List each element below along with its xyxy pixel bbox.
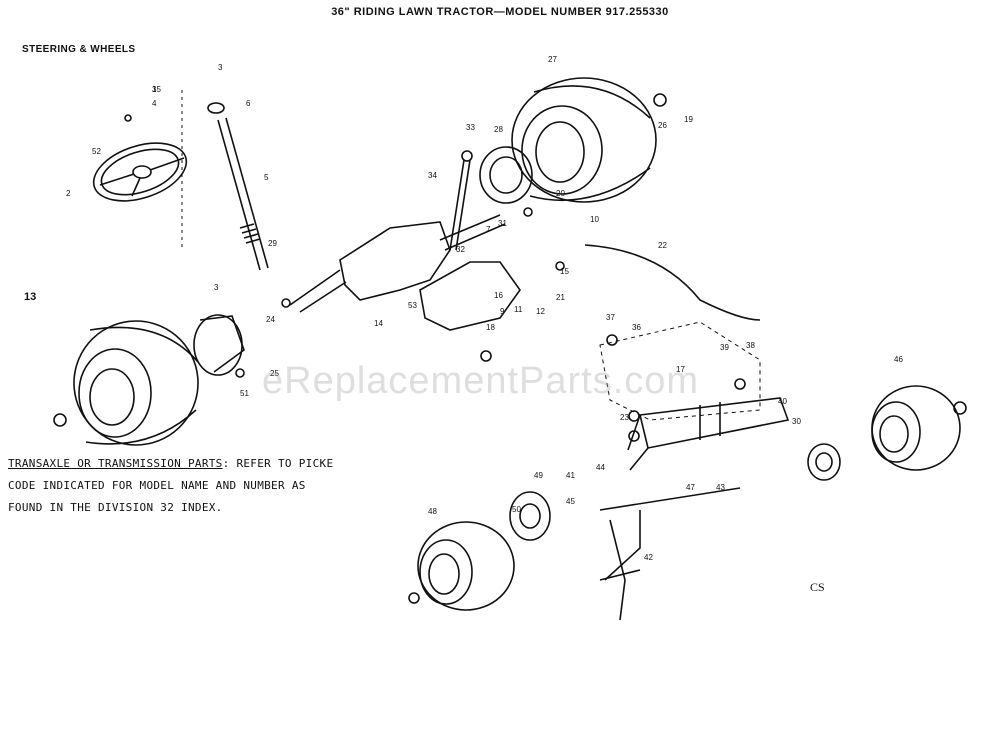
page-title: 36" RIDING LAWN TRACTOR—MODEL NUMBER 917… [331,6,669,18]
steering-shaft [181,90,269,271]
tie-rod [599,487,741,581]
callout-35: 35 [152,85,161,94]
callout-51: 51 [240,389,249,398]
callout-36: 36 [632,323,641,332]
callout-53: 53 [408,301,417,310]
callout-30: 30 [792,417,801,426]
note-line-3: FOUND IN THE DIVISION 32 INDEX. [8,501,223,514]
front-axle [627,397,790,471]
callout-29: 29 [268,239,277,248]
callout-6: 6 [246,99,251,108]
front-tire-right [871,385,961,471]
callout-5: 5 [264,173,269,182]
callout-25: 25 [270,369,279,378]
callout-45: 45 [566,497,575,506]
callout-50: 50 [512,505,521,514]
callout-7: 7 [486,225,491,234]
callout-10: 10 [590,215,599,224]
callout-16: 16 [494,291,503,300]
hardware-parts [53,93,967,604]
callout-26: 26 [658,121,667,130]
note-line-2: CODE INDICATED FOR MODEL NAME AND NUMBER… [8,479,306,492]
front-hub-left [509,491,551,541]
note-line-1-underlined: TRANSAXLE OR TRANSMISSION PARTS [8,457,223,470]
section-title: STEERING & WHEELS [22,44,136,55]
spindle [599,519,641,621]
drag-link [584,244,761,321]
callout-39: 39 [720,343,729,352]
shift-lever [449,159,471,251]
rear-rim-left [193,314,245,376]
callout-42: 42 [644,553,653,562]
callout-34: 34 [428,171,437,180]
callout-38: 38 [746,341,755,350]
callout-48: 48 [428,507,437,516]
callout-23: 23 [620,413,629,422]
callout-4: 4 [152,99,157,108]
callout-33: 33 [466,123,475,132]
callout-43: 43 [716,483,725,492]
transaxle-housing [289,214,521,331]
callout-40: 40 [778,397,787,406]
callout-2: 2 [66,189,71,198]
callout-32: 32 [456,245,465,254]
callout-37: 37 [606,313,615,322]
rear-tire-right [511,77,657,203]
callout-3: 3 [214,283,219,292]
page-mark: CS [810,580,825,594]
shift-knob [461,150,473,162]
callout-11: 11 [514,305,523,314]
callout-44: 44 [596,463,605,472]
callout-9: 9 [500,307,505,316]
front-tire-left [417,521,515,611]
rear-rim-right [479,146,533,204]
callout-3: 3 [218,63,223,72]
callout-31: 31 [498,219,507,228]
front-hub-right [807,443,841,481]
callout-19: 19 [684,115,693,124]
callout-21: 21 [556,293,565,302]
note-line-1: TRANSAXLE OR TRANSMISSION PARTS: REFER T… [8,453,333,475]
callout-14: 14 [374,319,383,328]
callout-52: 52 [92,147,101,156]
callout-47: 47 [686,483,695,492]
callout-17: 17 [676,365,685,374]
callout-27: 27 [548,55,557,64]
callout-1: 1 [152,85,157,94]
callout-18: 18 [486,323,495,332]
side-mark: 13 [24,291,37,303]
callout-49: 49 [534,471,543,480]
callout-15: 15 [560,267,569,276]
callout-22: 22 [658,241,667,250]
callout-46: 46 [894,355,903,364]
callout-20: 20 [556,189,565,198]
note-line-1-rest: : REFER TO PICKE [222,457,334,470]
callout-12: 12 [536,307,545,316]
callout-28: 28 [494,125,503,134]
callout-24: 24 [266,315,275,324]
rear-tire-left [73,320,199,446]
watermark: eReplacementParts.com [262,360,700,402]
callout-41: 41 [566,471,575,480]
steering-wheel [92,142,188,202]
frame-outline [599,321,761,421]
transaxle-note: TRANSAXLE OR TRANSMISSION PARTS: REFER T… [8,453,333,519]
